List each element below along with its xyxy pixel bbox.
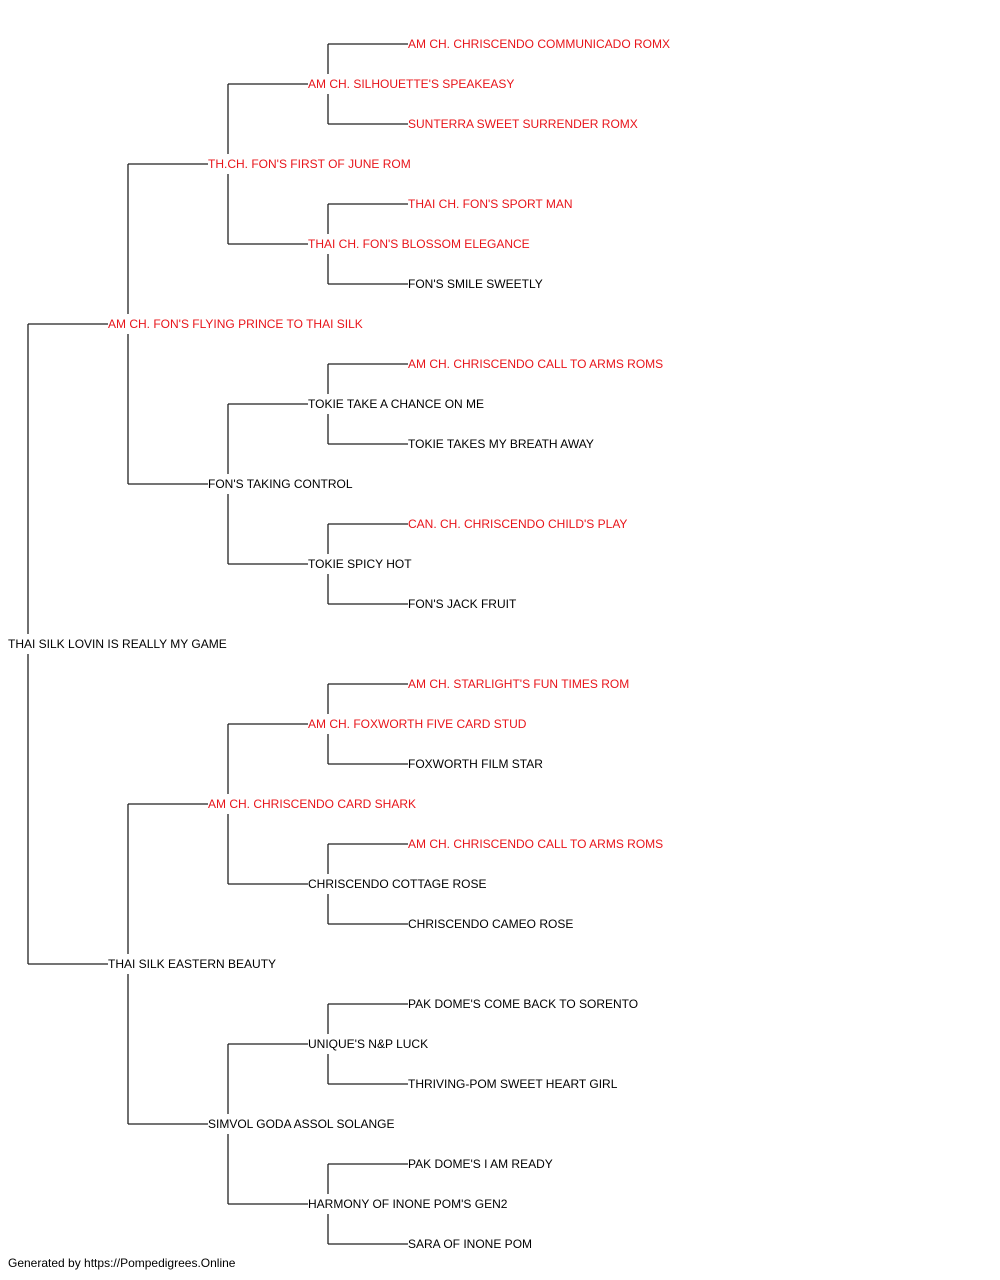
dog-name-gen3: THAI CH. FON'S BLOSSOM ELEGANCE xyxy=(308,237,530,251)
dog-name-gen4: SUNTERRA SWEET SURRENDER ROMX xyxy=(408,117,638,131)
dog-name-gen2: AM CH. CHRISCENDO CARD SHARK xyxy=(208,797,416,811)
dog-name-gen1: THAI SILK EASTERN BEAUTY xyxy=(108,957,276,971)
dog-name-gen3: TOKIE TAKE A CHANCE ON ME xyxy=(308,397,484,411)
dog-name-gen4: CHRISCENDO CAMEO ROSE xyxy=(408,917,573,931)
generated-by-footer: Generated by https://Pompedigrees.Online xyxy=(8,1256,236,1270)
dog-name-gen3: TOKIE SPICY HOT xyxy=(308,557,412,571)
dog-name-gen3: HARMONY OF INONE POM'S GEN2 xyxy=(308,1197,508,1211)
dog-name-gen3: AM CH. FOXWORTH FIVE CARD STUD xyxy=(308,717,527,731)
dog-name-gen4: FON'S SMILE SWEETLY xyxy=(408,277,543,291)
dog-name-gen0: THAI SILK LOVIN IS REALLY MY GAME xyxy=(8,637,227,651)
dog-name-gen4: PAK DOME'S I AM READY xyxy=(408,1157,553,1171)
dog-name-gen4: FON'S JACK FRUIT xyxy=(408,597,517,611)
dog-name-gen3: CHRISCENDO COTTAGE ROSE xyxy=(308,877,486,891)
dog-name-gen4: TOKIE TAKES MY BREATH AWAY xyxy=(408,437,594,451)
dog-name-gen4: FOXWORTH FILM STAR xyxy=(408,757,543,771)
dog-name-gen4: SARA OF INONE POM xyxy=(408,1237,532,1251)
dog-name-gen4: THAI CH. FON'S SPORT MAN xyxy=(408,197,573,211)
dog-name-gen4: THRIVING-POM SWEET HEART GIRL xyxy=(408,1077,618,1091)
dog-name-gen4: AM CH. STARLIGHT'S FUN TIMES ROM xyxy=(408,677,629,691)
dog-name-gen1: AM CH. FON'S FLYING PRINCE TO THAI SILK xyxy=(108,317,363,331)
dog-name-gen4: PAK DOME'S COME BACK TO SORENTO xyxy=(408,997,638,1011)
dog-name-gen3: UNIQUE'S N&P LUCK xyxy=(308,1037,428,1051)
dog-name-gen4: AM CH. CHRISCENDO CALL TO ARMS ROMS xyxy=(408,837,663,851)
pedigree-connector-lines xyxy=(27,43,408,1245)
dog-name-gen4: AM CH. CHRISCENDO COMMUNICADO ROMX xyxy=(408,37,670,51)
dog-name-gen3: AM CH. SILHOUETTE'S SPEAKEASY xyxy=(308,77,514,91)
dog-name-gen4: CAN. CH. CHRISCENDO CHILD'S PLAY xyxy=(408,517,627,531)
dog-name-gen2: TH.CH. FON'S FIRST OF JUNE ROM xyxy=(208,157,411,171)
dog-name-gen2: SIMVOL GODA ASSOL SOLANGE xyxy=(208,1117,395,1131)
dog-name-gen4: AM CH. CHRISCENDO CALL TO ARMS ROMS xyxy=(408,357,663,371)
pedigree-names: THAI SILK LOVIN IS REALLY MY GAME AM CH. … xyxy=(8,37,670,1251)
dog-name-gen2: FON'S TAKING CONTROL xyxy=(208,477,353,491)
